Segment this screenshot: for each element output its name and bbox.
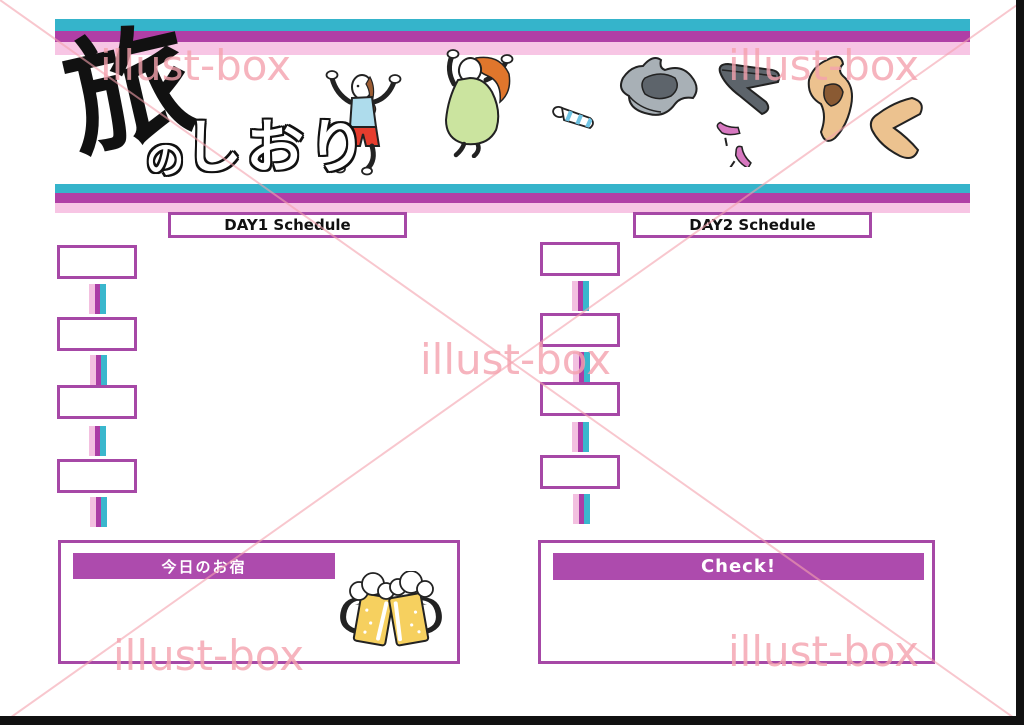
check-panel-header: Check! [553,553,924,580]
page-edge-right [1016,0,1024,725]
necktie-icon [552,105,594,130]
person-jumping-icon [444,49,514,158]
day2-schedule-slot [540,313,620,347]
day1-schedule-slot [57,245,137,279]
stripe-cyan [55,184,970,193]
stripe-cyan [55,19,970,31]
check-panel: Check! [538,540,935,664]
day2-schedule-slot [540,242,620,276]
coat-icon [807,55,853,142]
title-particle: の [146,138,185,182]
stripe-magenta [55,31,970,42]
day2-schedule-label: DAY2 Schedule [689,216,816,234]
day1-schedule-label: DAY1 Schedule [224,216,351,234]
day2-schedule-header: DAY2 Schedule [633,212,872,238]
timeline-connector [90,355,107,385]
divider-stripe-bar [55,184,970,213]
timeline-connector [572,281,589,311]
day1-schedule-slot [57,459,137,493]
lodging-label: 今日のお宿 [161,557,247,576]
stripe-magenta [55,193,970,203]
day2-schedule-slot [540,455,620,489]
day1-schedule-slot [57,317,137,351]
timeline-connector [573,352,590,382]
beer-mugs-icon [340,571,442,647]
beige-trousers-icon [869,96,923,159]
day1-schedule-slot [57,385,137,419]
check-label: Check! [700,556,777,577]
timeline-connector [90,497,107,527]
lodging-panel-header: 今日のお宿 [73,553,335,579]
gray-trousers-icon [718,62,781,116]
high-heels-icon [716,121,752,167]
timeline-connector [572,422,589,452]
timeline-connector [89,284,106,314]
lodging-panel: 今日のお宿 [58,540,460,664]
day2-schedule-slot [540,382,620,416]
page-title-kana: のしおり [146,100,370,184]
jacket-icon [620,57,698,116]
timeline-connector [89,426,106,456]
title-kana-text: しおり [184,113,371,181]
timeline-connector [573,494,590,524]
day1-schedule-header: DAY1 Schedule [168,212,407,238]
page-edge-bottom [0,716,1024,725]
